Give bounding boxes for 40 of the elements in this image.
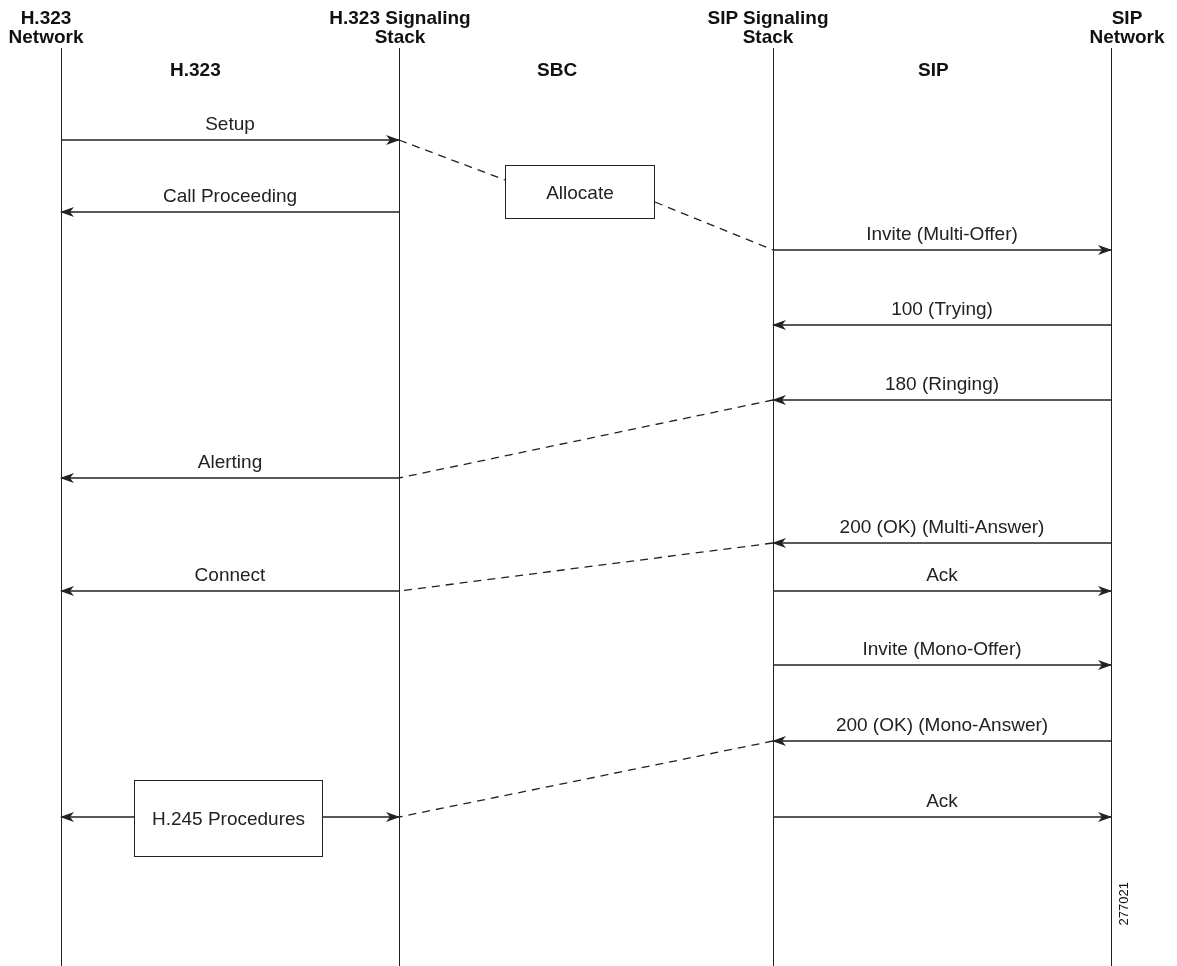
participant-label: SIP Network <box>1088 8 1166 46</box>
message-label: Connect <box>194 565 266 585</box>
message-label: Alerting <box>197 452 263 472</box>
message-label: Invite (Multi-Offer) <box>866 224 1018 244</box>
arrow <box>772 245 1112 255</box>
participant-label: H.323 Network <box>7 8 85 46</box>
arrow <box>60 812 135 822</box>
arrow <box>60 135 400 145</box>
arrow <box>322 812 400 822</box>
message-label: 200 (OK) (Mono-Answer) <box>835 715 1049 735</box>
message-label: Ack <box>926 565 958 585</box>
dashed-line <box>398 139 506 181</box>
column-label: H.323 <box>170 59 221 81</box>
arrow <box>772 660 1112 670</box>
dashed-line <box>398 399 774 479</box>
column-label: SBC <box>537 59 578 81</box>
dashed-line <box>654 201 774 251</box>
arrow <box>772 395 1112 405</box>
message-label: Call Proceeding <box>162 186 298 206</box>
message-label: 180 (Ringing) <box>884 374 1000 394</box>
arrow <box>60 586 400 596</box>
arrow <box>772 812 1112 822</box>
message-label: Invite (Mono-Offer) <box>862 639 1022 659</box>
column-label: SIP <box>918 59 949 81</box>
message-label: 200 (OK) (Multi-Answer) <box>839 517 1045 537</box>
arrow <box>772 736 1112 746</box>
dashed-line <box>398 740 774 818</box>
arrow <box>60 473 400 483</box>
message-label: Ack <box>926 791 958 811</box>
arrow <box>60 207 400 217</box>
participant-label: H.323 Signaling Stack <box>328 8 472 46</box>
arrow <box>772 538 1112 548</box>
arrow <box>772 320 1112 330</box>
message-label: Setup <box>205 114 255 134</box>
process-box: Allocate <box>505 165 655 219</box>
participant-label: SIP Signaling Stack <box>706 8 830 46</box>
figure-number: 277021 <box>1116 882 1131 926</box>
process-box: H.245 Procedures <box>134 780 323 857</box>
message-label: 100 (Trying) <box>891 299 993 319</box>
arrow <box>772 586 1112 596</box>
